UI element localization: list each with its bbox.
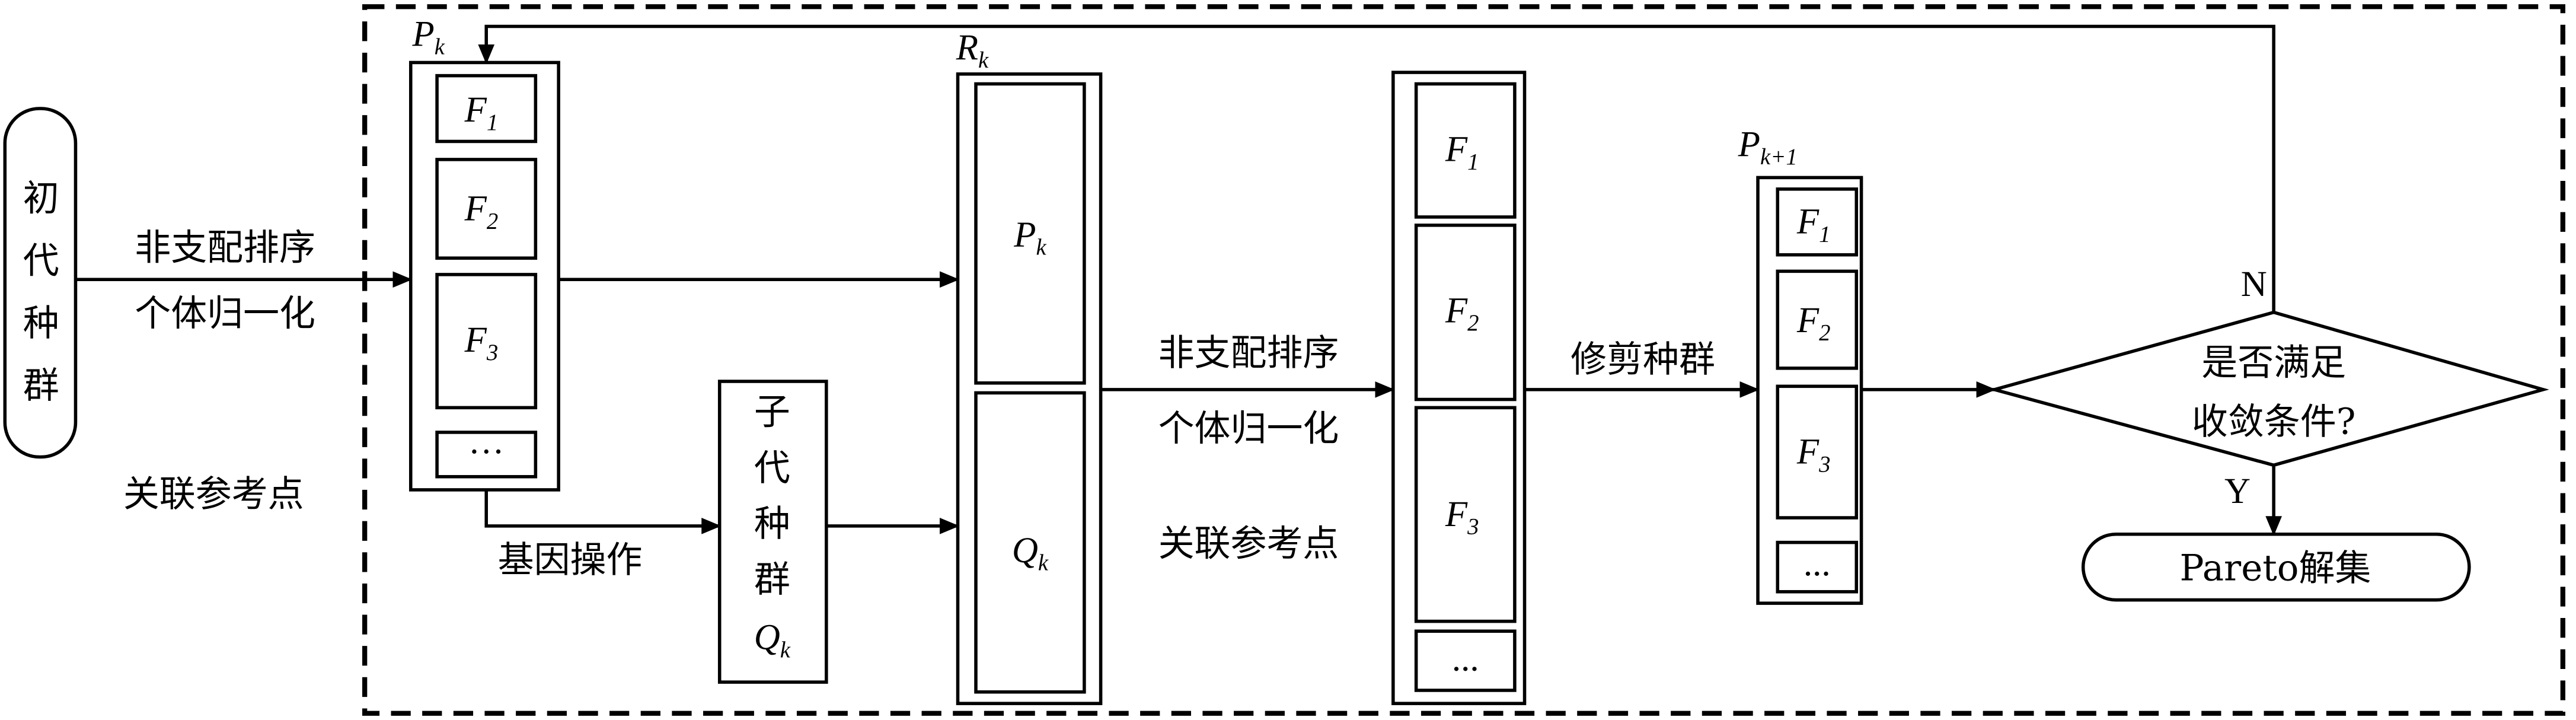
front-label: F2 (1445, 291, 1479, 336)
front-label: F3 (1445, 495, 1479, 540)
start-char: 代 (23, 240, 59, 282)
front-label: F3 (1796, 432, 1831, 477)
label-normalize: 个体归一化 (135, 292, 315, 334)
front-label: F1 (1445, 130, 1479, 175)
front-box (1414, 82, 1517, 219)
initial-population-node (3, 107, 78, 459)
offspring-char: 群 (754, 559, 790, 601)
front-box-more (1414, 629, 1517, 692)
label-trim: 修剪种群 (1571, 338, 1715, 380)
start-char: 初 (23, 177, 59, 219)
front-box (1776, 384, 1859, 520)
no-label: N (2241, 265, 2267, 304)
label-genetic-op: 基因操作 (498, 539, 643, 581)
front-label: F1 (464, 90, 499, 135)
label-sort: 非支配排序 (135, 227, 315, 269)
front-box (1414, 406, 1517, 623)
offspring-char: 种 (754, 503, 790, 545)
rk-qk-label: Qk (1012, 531, 1049, 576)
feedback-arrow (478, 24, 2275, 313)
front-box (1776, 187, 1859, 257)
start-char: 种 (23, 302, 59, 344)
front-box-more (435, 431, 538, 479)
mid-label-associate: 关联参考点 (1158, 523, 1339, 565)
rk-pk-label: Pk (1013, 215, 1046, 260)
more-label: ... (1803, 544, 1831, 584)
iteration-boundary (362, 4, 2565, 716)
front-label: F2 (1796, 301, 1831, 346)
decision-line1: 是否满足 (2201, 342, 2346, 384)
pk1-label: Pk+1 (1738, 125, 1798, 170)
mid-label-sort: 非支配排序 (1158, 332, 1339, 374)
convergence-decision (1988, 310, 2549, 467)
front-box (435, 158, 538, 260)
yes-label: Y (2224, 471, 2251, 511)
pareto-result-label: Pareto解集 (2179, 547, 2371, 589)
front-box (435, 74, 538, 144)
label-associate: 关联参考点 (123, 473, 304, 515)
offspring-label: Qk (754, 618, 791, 663)
arrow-genetic-op (484, 489, 722, 534)
front-label: F3 (464, 320, 499, 365)
offspring-box (717, 380, 828, 684)
offspring-char: 代 (754, 447, 790, 489)
start-char: 群 (23, 365, 59, 407)
front-box (435, 273, 538, 410)
front-box (1414, 224, 1517, 402)
pareto-result-node (2081, 532, 2471, 602)
more-label: ··· (468, 432, 505, 472)
front-box (1776, 269, 1859, 370)
rk-label: Rk (956, 28, 989, 73)
more-label: ... (1452, 639, 1479, 679)
offspring-char: 子 (754, 391, 790, 433)
pk-label: Pk (412, 15, 445, 60)
front-box-more (1776, 540, 1859, 594)
front-label: F2 (464, 189, 499, 234)
decision-line2: 收敛条件? (2192, 401, 2356, 443)
rk-pk-box (974, 82, 1086, 385)
rk-qk-box (974, 391, 1086, 694)
mid-label-normalize: 个体归一化 (1158, 407, 1339, 450)
front-label: F1 (1796, 202, 1831, 247)
